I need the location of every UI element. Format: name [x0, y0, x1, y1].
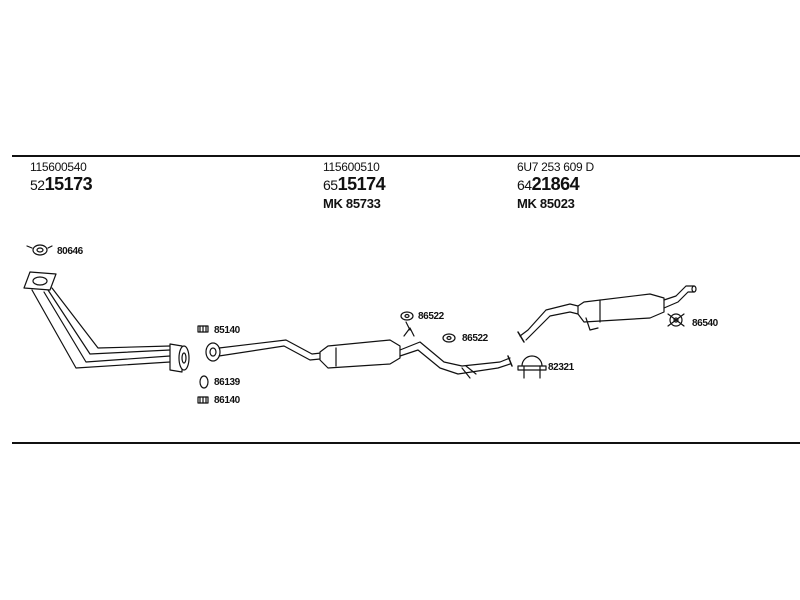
rubber-mount-icon-86540	[667, 313, 685, 327]
clamp-icon-85140	[197, 325, 209, 333]
ring-icon-86139	[199, 375, 209, 389]
part-number: 6515174	[323, 174, 386, 196]
part-number: 6421864	[517, 174, 594, 196]
part-header-rear-silencer: 6U7 253 609 D 6421864 MK 85023	[517, 160, 594, 211]
callout-85140: 85140	[214, 325, 240, 336]
callout-82321: 82321	[548, 362, 574, 373]
oem-number: 115600510	[323, 160, 380, 174]
callout-80646: 80646	[57, 246, 83, 257]
part-number-main: 21864	[531, 174, 580, 194]
part-header-middle-silencer: 115600510 6515174 MK 85733	[323, 160, 386, 211]
callout-86522-bottom: 86522	[462, 333, 488, 344]
callout-86522-top: 86522	[418, 311, 444, 322]
callout-86140: 86140	[214, 395, 240, 406]
mounting-kit-number: MK 85733	[323, 196, 381, 211]
part-number-prefix: 64	[517, 177, 532, 193]
callout-86540: 86540	[692, 318, 718, 329]
part-header-front-pipe: 115600540 5215173	[30, 160, 93, 196]
mounting-kit-number: MK 85023	[517, 196, 575, 211]
gasket-icon	[26, 244, 53, 256]
part-number-main: 15174	[337, 174, 386, 194]
bottom-divider-line	[12, 442, 800, 444]
callout-86139: 86139	[214, 377, 240, 388]
part-number-main: 15173	[44, 174, 93, 194]
oem-number: 6U7 253 609 D	[517, 160, 594, 174]
rear-silencer-drawing	[517, 285, 697, 343]
part-number: 5215173	[30, 174, 93, 196]
middle-silencer-drawing	[205, 321, 513, 379]
oem-number: 115600540	[30, 160, 87, 174]
front-pipe-drawing	[23, 271, 190, 373]
part-number-prefix: 52	[30, 177, 45, 193]
clamp-icon-86140	[197, 396, 209, 404]
clamp-icon-86522-bottom	[442, 333, 456, 343]
clamp-icon-86522-top	[400, 311, 414, 321]
part-number-prefix: 65	[323, 177, 338, 193]
top-divider-line	[12, 155, 800, 157]
u-clamp-icon-82321	[517, 355, 547, 379]
